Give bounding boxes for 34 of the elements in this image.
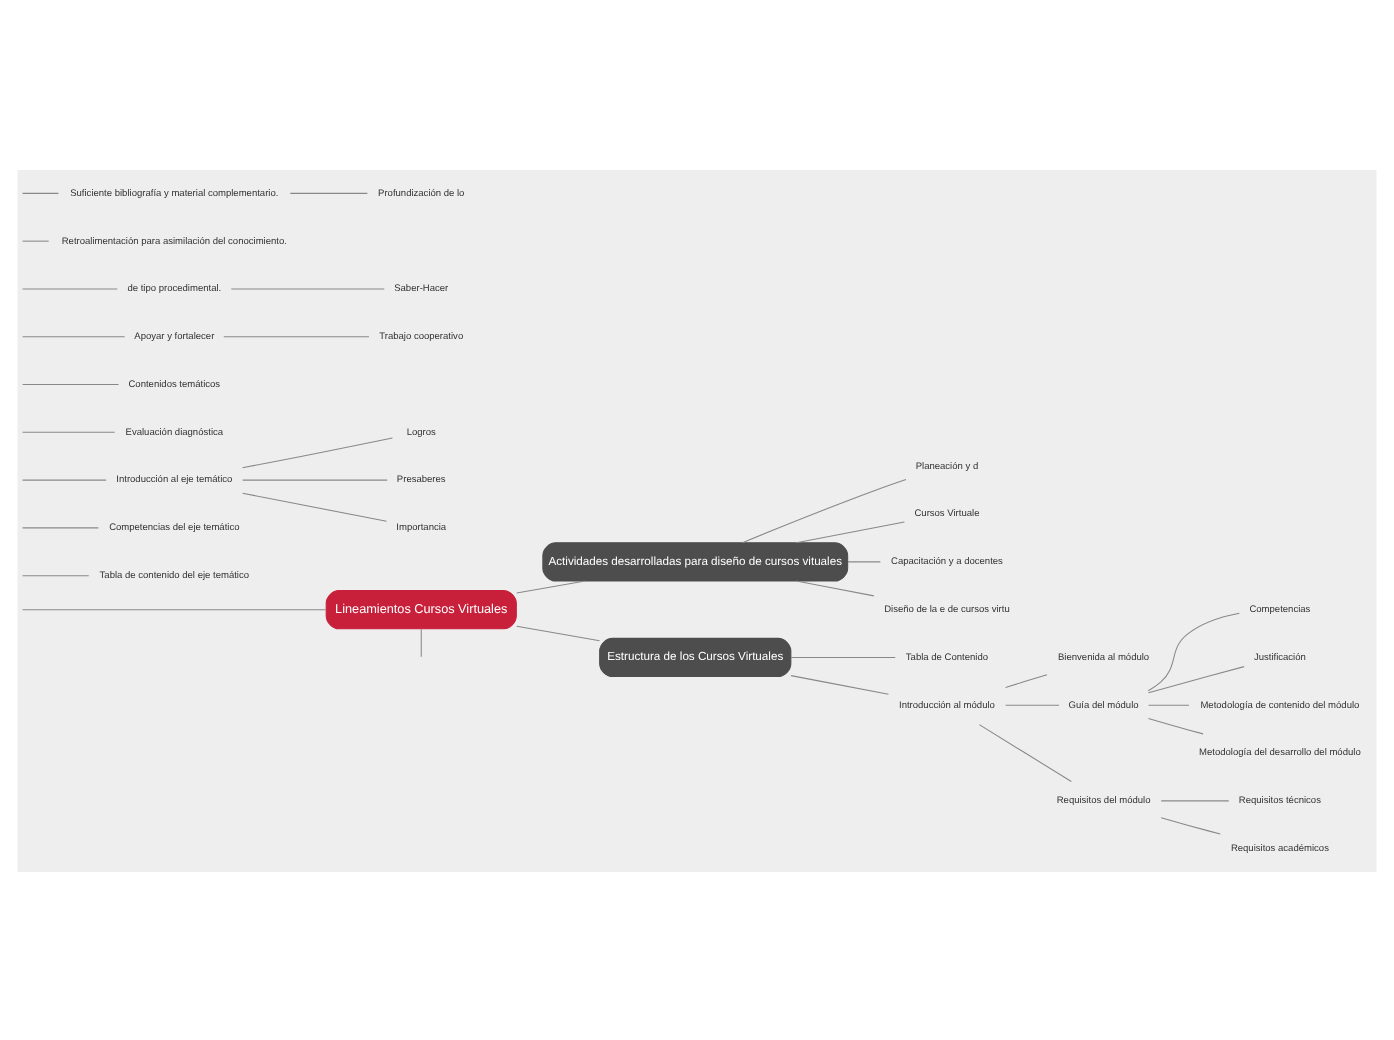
connector <box>978 723 1072 782</box>
connector <box>1160 799 1230 801</box>
connector <box>1148 703 1190 705</box>
connector <box>242 491 388 521</box>
connector <box>795 520 905 543</box>
connector <box>223 335 370 337</box>
connector <box>242 478 388 480</box>
connector <box>22 287 118 289</box>
connector <box>516 579 586 593</box>
connector <box>1147 716 1204 734</box>
connector <box>1005 703 1060 705</box>
connector <box>1005 673 1048 687</box>
connector <box>22 526 99 528</box>
connector <box>516 624 601 641</box>
connector <box>790 655 896 657</box>
connector <box>790 674 890 694</box>
connector <box>420 627 422 657</box>
connector <box>742 478 907 543</box>
connector <box>241 436 393 468</box>
connector <box>22 239 50 241</box>
connector <box>22 430 116 432</box>
connector <box>1147 665 1245 693</box>
connector <box>1160 816 1221 834</box>
connector <box>22 478 107 480</box>
connector <box>22 574 90 576</box>
connector <box>22 608 327 610</box>
connector <box>230 287 385 289</box>
connector <box>22 335 126 337</box>
connector <box>847 560 881 562</box>
connector <box>1147 611 1240 691</box>
connector <box>795 579 875 596</box>
connector <box>22 191 59 193</box>
connector <box>289 191 368 193</box>
connector <box>22 383 120 385</box>
